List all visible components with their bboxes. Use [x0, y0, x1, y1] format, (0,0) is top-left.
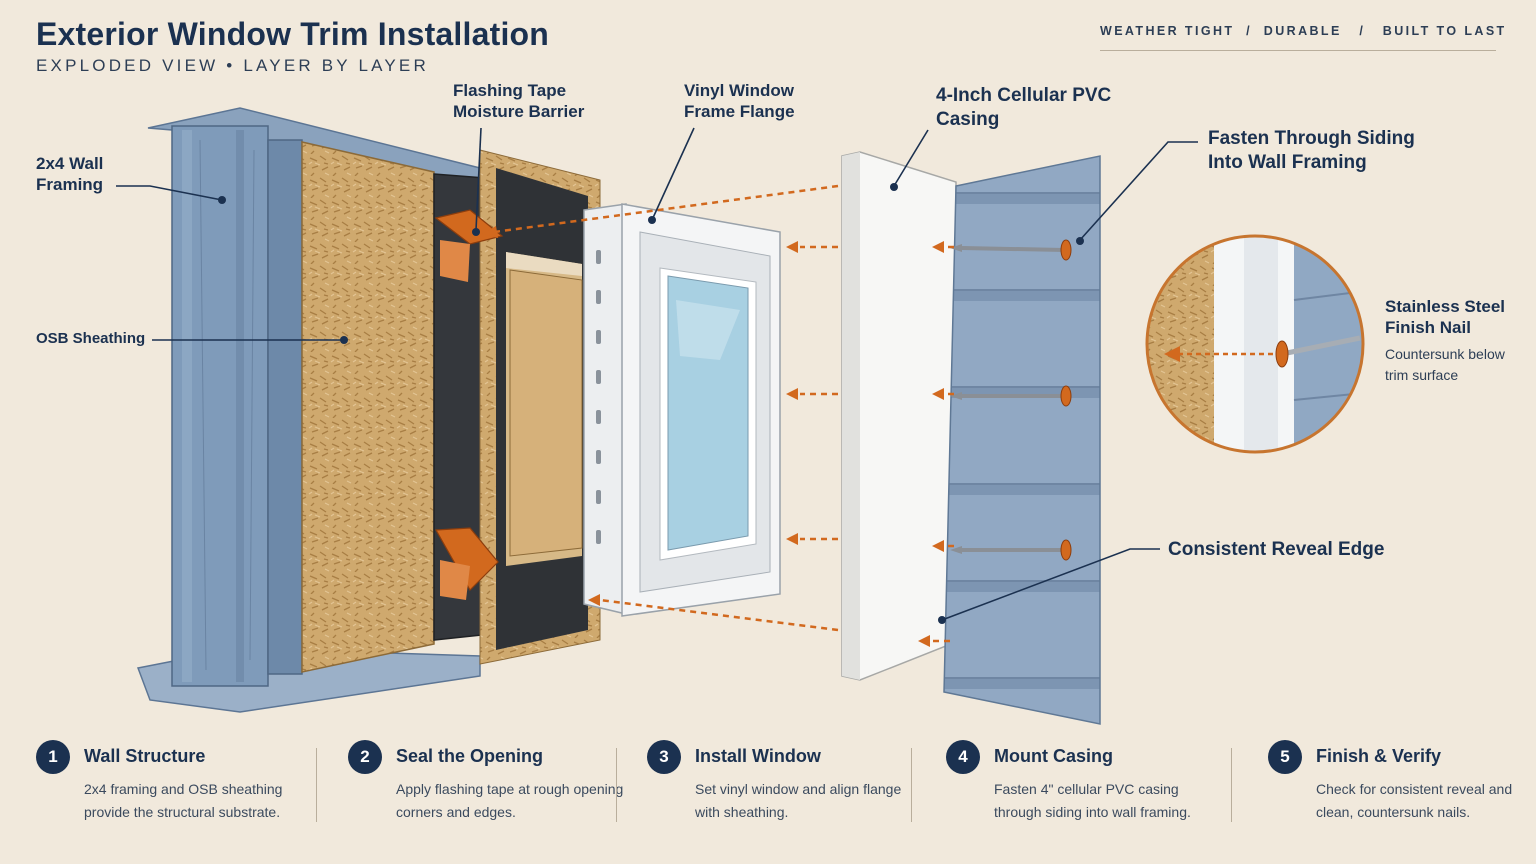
nail-detail-zoom — [1145, 234, 1365, 454]
label-fasten-through-siding: Fasten Through Siding Into Wall Framing — [1208, 128, 1415, 173]
leader-lines — [116, 127, 1198, 621]
label-wall-framing: 2x4 Wall Framing — [36, 154, 104, 195]
page-title: Exterior Window Trim Installation — [36, 16, 550, 52]
tagline: WEATHER TIGHT / DURABLE / BUILT TO LAST — [1100, 24, 1504, 51]
leader-dots — [218, 183, 1084, 624]
step-number: 3 — [647, 740, 681, 774]
step-number: 2 — [348, 740, 382, 774]
step-description: 2x4 framing and OSB sheathing provide th… — [84, 781, 283, 820]
finish-nails — [950, 239, 1072, 561]
step-title: Wall Structure — [84, 746, 206, 766]
step-divider — [911, 748, 912, 822]
label-osb-sheathing: OSB Sheathing — [36, 330, 146, 347]
step-divider — [316, 748, 317, 822]
step-title: Seal the Opening — [396, 746, 544, 766]
step-number: 4 — [946, 740, 980, 774]
vinyl-window — [583, 203, 781, 617]
assembly-arrows — [493, 184, 954, 643]
step-title: Finish & Verify — [1316, 746, 1442, 766]
label-window-flange: Vinyl Window Frame Flange — [684, 81, 795, 122]
step-number: 5 — [1268, 740, 1302, 774]
label-reveal-edge: Consistent Reveal Edge — [1168, 539, 1385, 560]
finish-nail-note: Countersunk below trim surface — [1385, 346, 1505, 383]
label-pvc-casing: 4-Inch Cellular PVC Casing — [936, 85, 1112, 130]
flashing-layer — [433, 149, 601, 665]
step-divider — [1231, 748, 1232, 822]
steps-row: 1 Wall Structure 2x4 framing and OSB she… — [0, 736, 1536, 846]
arrow-heads — [482, 226, 944, 647]
step-number: 1 — [36, 740, 70, 774]
pvc-casing — [841, 151, 957, 681]
step-description: Check for consistent reveal and clean, c… — [1316, 781, 1513, 820]
osb-sheathing — [301, 141, 435, 673]
page-subtitle: EXPLODED VIEW • LAYER BY LAYER — [36, 56, 429, 75]
siding — [943, 155, 1101, 725]
label-flashing-tape: Flashing Tape Moisture Barrier — [453, 81, 585, 122]
step-title: Install Window — [695, 746, 821, 766]
step-title: Mount Casing — [994, 746, 1113, 766]
step-divider — [616, 748, 617, 822]
step-description: Set vinyl window and align flange with s… — [695, 781, 902, 820]
label-finish-nail: Stainless Steel Finish Nail — [1385, 297, 1506, 338]
step-description: Fasten 4" cellular PVC casing through si… — [994, 781, 1191, 820]
step-description: Apply flashing tape at rough opening cor… — [396, 781, 624, 820]
